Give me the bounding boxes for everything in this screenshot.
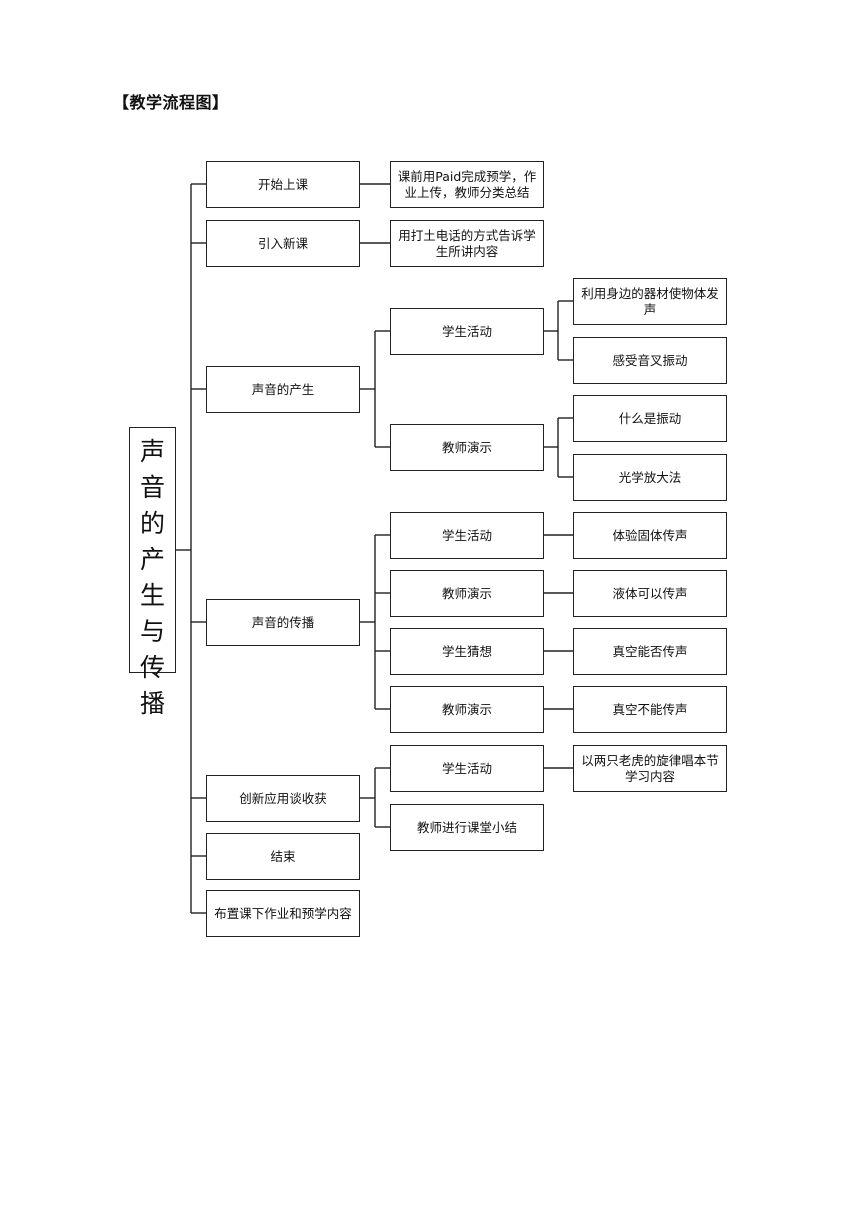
node-solid: 体验固体传声 (573, 512, 727, 559)
node-prop-guess: 学生猜想 (390, 628, 544, 675)
node-vacuum-question: 真空能否传声 (573, 628, 727, 675)
node-end: 结束 (206, 833, 360, 880)
node-prop-teacher-2: 教师演示 (390, 686, 544, 733)
node-pre-study: 课前用Paid完成预学，作业上传，教师分类总结 (390, 161, 544, 208)
node-tuning-fork: 感受音叉振动 (573, 337, 727, 384)
node-innov-student: 学生活动 (390, 745, 544, 792)
node-use-equipment: 利用身边的器材使物体发声 (573, 278, 727, 325)
root-char: 生 (139, 581, 165, 610)
node-prop-student: 学生活动 (390, 512, 544, 559)
node-innov-summary: 教师进行课堂小结 (390, 804, 544, 851)
root-char: 与 (139, 617, 165, 646)
node-prod-teacher: 教师演示 (390, 424, 544, 471)
root-char: 的 (139, 509, 165, 538)
node-innovation: 创新应用谈收获 (206, 775, 360, 822)
node-liquid: 液体可以传声 (573, 570, 727, 617)
node-what-vibration: 什么是振动 (573, 395, 727, 442)
root-char: 播 (139, 689, 165, 718)
node-sound-propagation: 声音的传播 (206, 599, 360, 646)
node-prod-student: 学生活动 (390, 308, 544, 355)
node-intro-new: 引入新课 (206, 220, 360, 267)
node-start-class: 开始上课 (206, 161, 360, 208)
root-char: 产 (139, 545, 165, 574)
root-char: 音 (139, 473, 165, 502)
root-char: 声 (139, 437, 165, 466)
node-optical-amp: 光学放大法 (573, 454, 727, 501)
root-char: 传 (139, 653, 165, 682)
node-sound-production: 声音的产生 (206, 366, 360, 413)
node-phone-demo: 用打土电话的方式告诉学生所讲内容 (390, 220, 544, 267)
root-node: 声 音 的 产 生 与 传 播 (129, 427, 176, 718)
node-song: 以两只老虎的旋律唱本节学习内容 (573, 745, 727, 792)
node-prop-teacher-1: 教师演示 (390, 570, 544, 617)
node-vacuum-no: 真空不能传声 (573, 686, 727, 733)
node-homework: 布置课下作业和预学内容 (206, 890, 360, 937)
page-heading: 【教学流程图】 (113, 93, 229, 112)
